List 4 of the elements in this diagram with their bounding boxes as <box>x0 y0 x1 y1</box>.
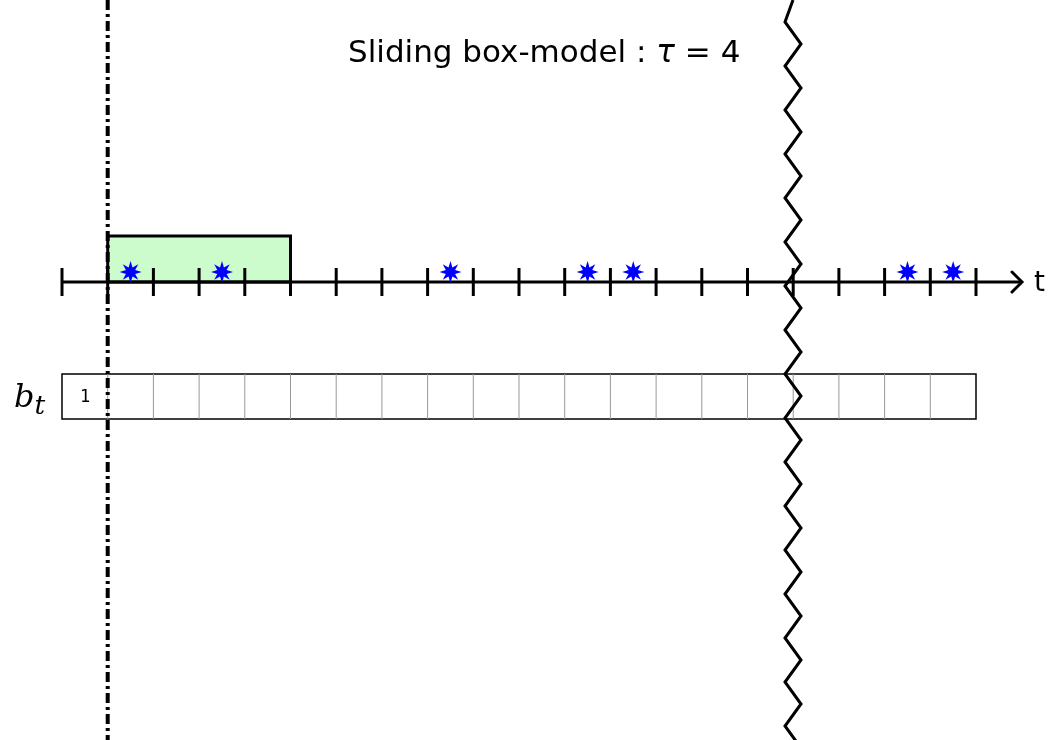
title: Sliding box-model : τ = 4 <box>348 36 741 67</box>
cell-value: 1 <box>80 388 91 405</box>
axis-label: t <box>1034 268 1045 296</box>
row-label: b$_{t}$ <box>14 380 46 420</box>
